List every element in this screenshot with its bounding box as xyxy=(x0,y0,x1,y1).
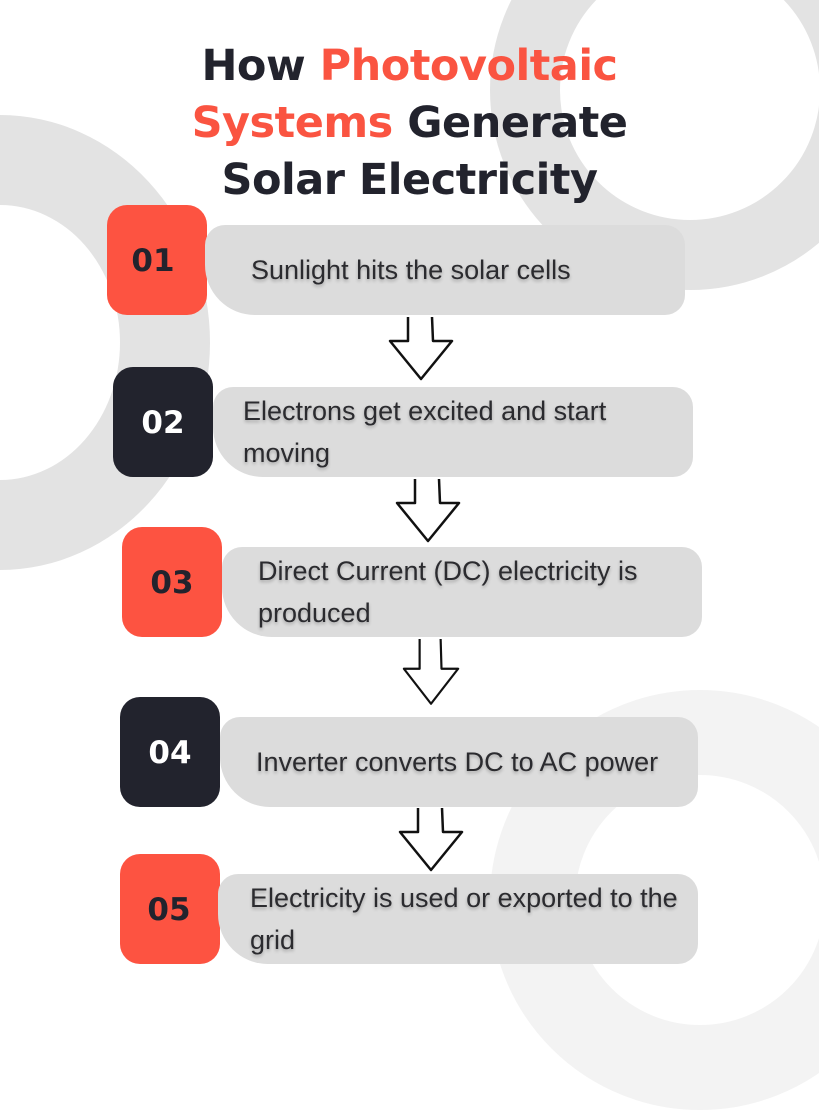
step-text: Direct Current (DC) electricity is produ… xyxy=(258,556,638,628)
title-accent-text: Systems xyxy=(191,98,394,148)
step-text: Sunlight hits the solar cells xyxy=(251,255,571,285)
step-number: 05 xyxy=(147,892,191,928)
step-number: 03 xyxy=(150,565,194,601)
step-card: Inverter converts DC to AC power xyxy=(220,717,698,807)
step-card: Electricity is used or exported to the g… xyxy=(218,874,698,964)
step-number-badge: 05 xyxy=(120,854,220,964)
step-number: 01 xyxy=(131,243,175,279)
title-accent-text: Photovoltaic xyxy=(319,41,618,91)
down-arrow-icon xyxy=(395,479,461,543)
down-arrow-icon xyxy=(398,808,464,872)
step-number-badge: 03 xyxy=(122,527,222,637)
step-card: Electrons get excited and start moving xyxy=(213,387,693,477)
title-line-3: Solar Electricity xyxy=(0,152,819,209)
step-text: Electrons get excited and start moving xyxy=(243,396,607,468)
step-number-badge: 01 xyxy=(107,205,207,315)
title-text: Generate xyxy=(392,98,628,148)
down-arrow-icon xyxy=(402,639,460,705)
step-number: 04 xyxy=(148,735,192,771)
step-number-badge: 02 xyxy=(113,367,213,477)
title-text: How xyxy=(201,41,320,91)
step-number: 02 xyxy=(141,405,185,441)
step-number-badge: 04 xyxy=(120,697,220,807)
page-title: How Photovoltaic Systems Generate Solar … xyxy=(0,38,819,209)
step-text: Inverter converts DC to AC power xyxy=(256,747,659,777)
title-line-2: Systems Generate xyxy=(0,95,819,152)
title-line-1: How Photovoltaic xyxy=(0,38,819,95)
step-card: Direct Current (DC) electricity is produ… xyxy=(222,547,702,637)
step-card: Sunlight hits the solar cells xyxy=(205,225,685,315)
step-text: Electricity is used or exported to the g… xyxy=(250,883,678,955)
title-text: Solar Electricity xyxy=(221,155,598,205)
down-arrow-icon xyxy=(388,317,454,381)
